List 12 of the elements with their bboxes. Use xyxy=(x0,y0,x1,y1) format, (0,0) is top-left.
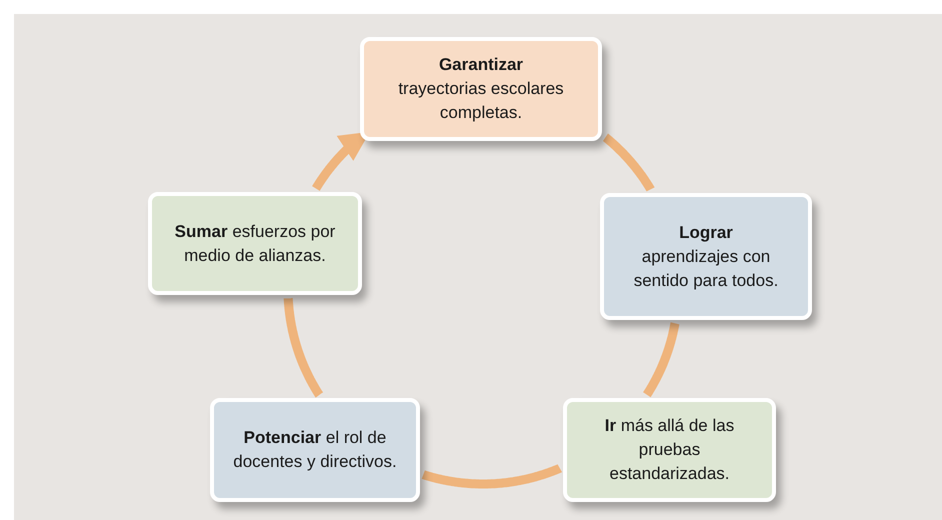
step-text: Sumar esfuerzos por medio de alianzas. xyxy=(174,220,336,266)
step-box xyxy=(210,398,420,502)
step-text: Potenciar el rol de docentes y directivos. xyxy=(232,427,398,473)
step-text: trayectorias escolares completas. xyxy=(397,78,565,124)
step-heading: Garantizar xyxy=(438,54,524,76)
step-heading: Lograr xyxy=(679,222,733,244)
step-box xyxy=(600,193,812,320)
step-box xyxy=(360,37,602,141)
step-box xyxy=(148,192,362,295)
step-box xyxy=(563,398,776,502)
step-text: aprendizajes con sentido para todos. xyxy=(632,246,780,292)
step-text: Ir más allá de las pruebas estandarizadas. xyxy=(604,415,736,485)
